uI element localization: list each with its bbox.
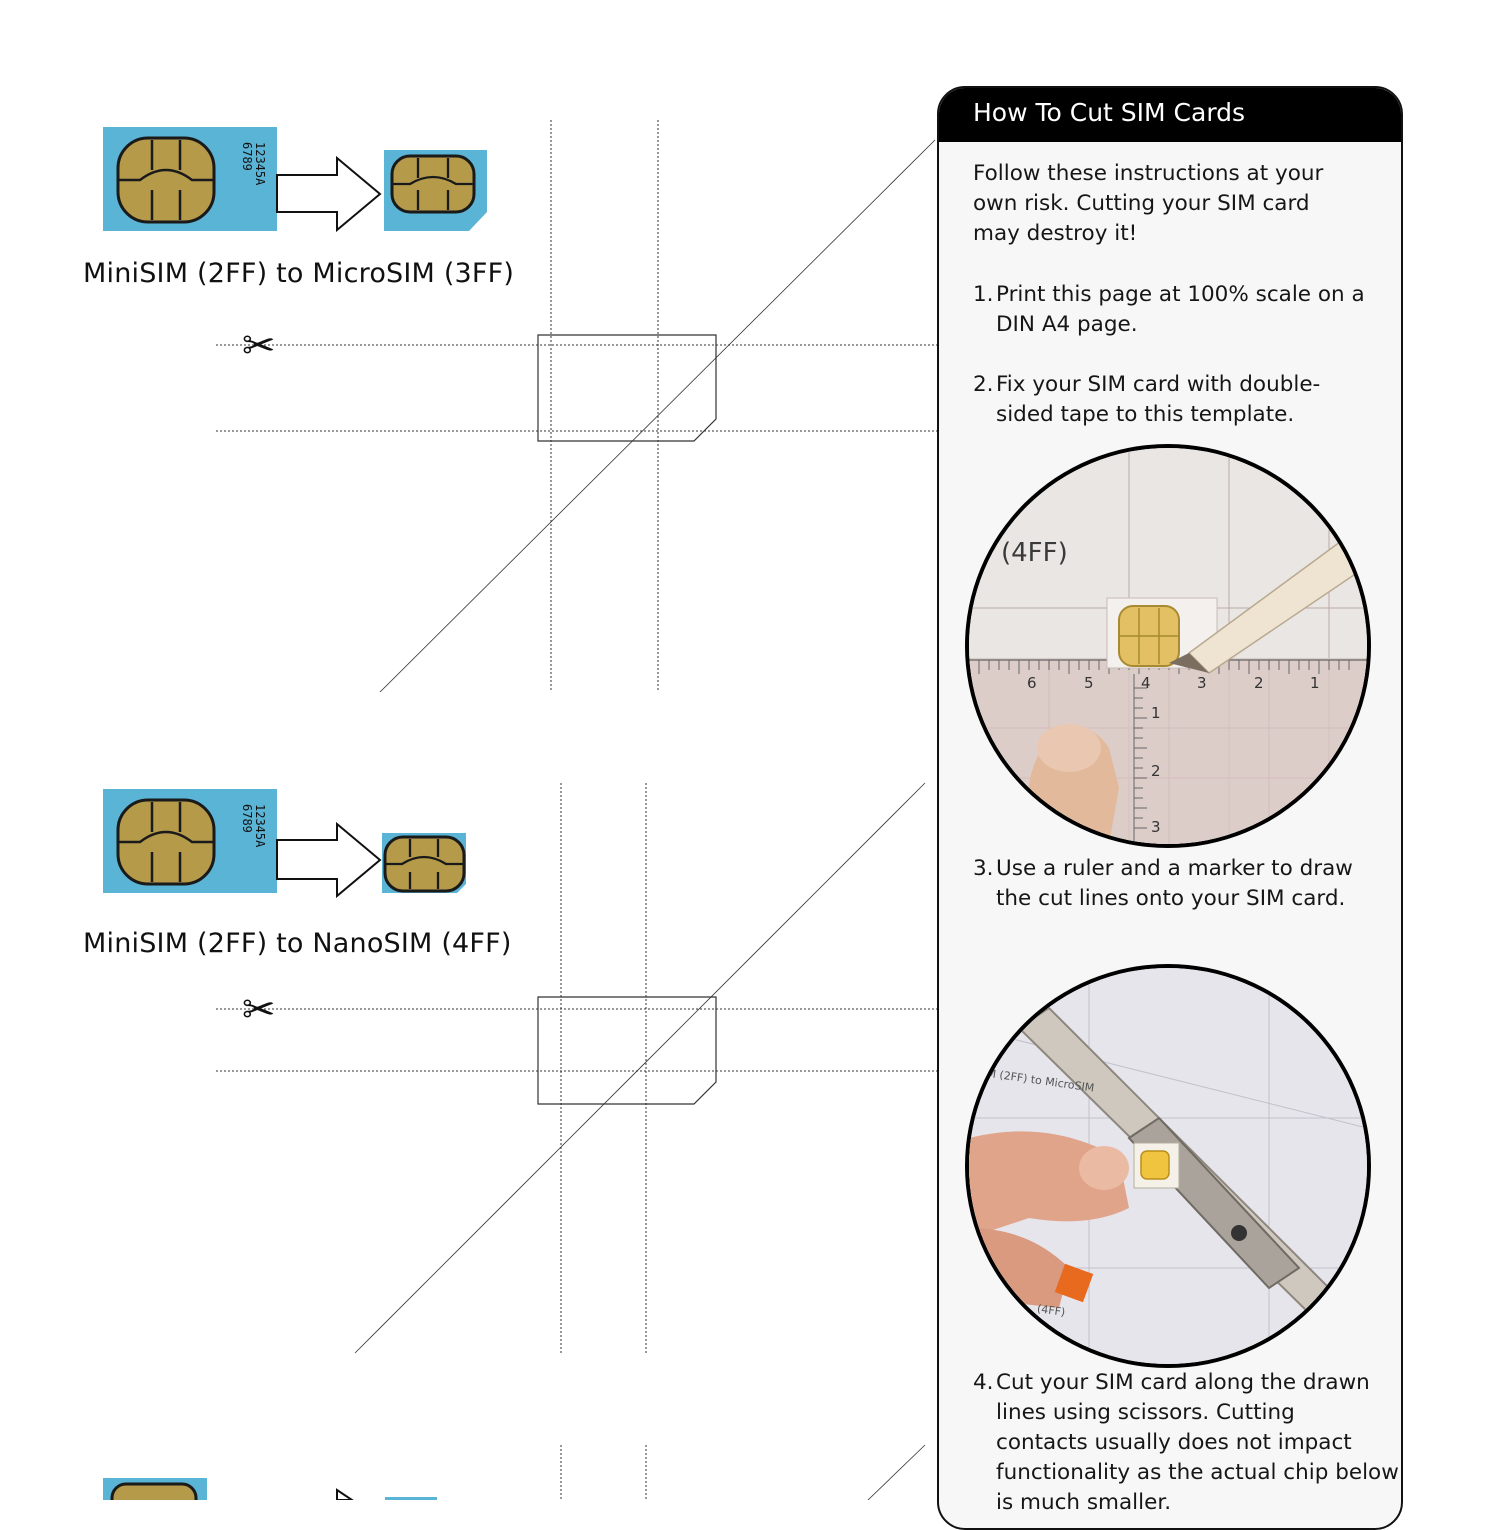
photo-cutting-sim: iM (2FF) to MicroSIM (4FF) (965, 964, 1371, 1368)
instructions-panel: How To Cut SIM Cards Follow these instru… (937, 86, 1403, 1530)
photo1-label: (4FF) (1001, 538, 1068, 568)
photo-cutting-illustration (969, 968, 1367, 1364)
section3-guides (560, 1444, 926, 1500)
minisim-card-1 (103, 127, 277, 231)
panel-title: How To Cut SIM Cards (973, 98, 1246, 127)
nanosim-card-2 (382, 833, 466, 893)
scissors-icon: ✂ (242, 323, 276, 369)
ruler-number: 3 (1197, 674, 1207, 692)
step-1: 1. Print this page at 100% scale on a DI… (973, 282, 1365, 337)
ruler-number: 2 (1151, 762, 1161, 780)
section-title-micro: MiniSIM (2FF) to MicroSIM (3FF) (83, 258, 515, 289)
step-4: 4. Cut your SIM card along the drawn lin… (973, 1370, 1399, 1515)
arrow-1 (276, 155, 382, 233)
scissors-icon: ✂ (242, 987, 276, 1033)
ruler-number: 2 (1254, 674, 1264, 692)
minisim-card-3 (103, 1478, 207, 1500)
section2-guides (216, 782, 1040, 1354)
step-3: 3. Use a ruler and a marker to draw the … (973, 856, 1353, 911)
ruler-number: 1 (1310, 674, 1320, 692)
intro-text: Follow these instructions at your own ri… (973, 161, 1324, 246)
minisim-card-2 (103, 789, 277, 893)
ruler-number: 4 (1141, 674, 1151, 692)
photo-marking-sim: (4FF) 6 5 4 3 2 1 1 2 3 (965, 444, 1371, 848)
panel-header: How To Cut SIM Cards (939, 88, 1401, 142)
ruler-number: 5 (1084, 674, 1094, 692)
microsim-card-1 (384, 150, 487, 231)
target-sim-card-3 (385, 1497, 437, 1500)
ruler-number: 6 (1027, 674, 1037, 692)
arrow-3 (336, 1488, 354, 1500)
ruler-number: 3 (1151, 818, 1161, 836)
sim-number-label-1: 12345A 6789 (240, 142, 267, 186)
ruler-number: 1 (1151, 704, 1161, 722)
arrow-2 (276, 821, 382, 899)
photo-marking-illustration (969, 448, 1367, 844)
section1-guides (216, 120, 1040, 693)
sim-number-label-2: 12345A 6789 (240, 804, 267, 848)
section-title-nano: MiniSIM (2FF) to NanoSIM (4FF) (83, 928, 512, 959)
step-2: 2. Fix your SIM card with double- sided … (973, 372, 1321, 427)
